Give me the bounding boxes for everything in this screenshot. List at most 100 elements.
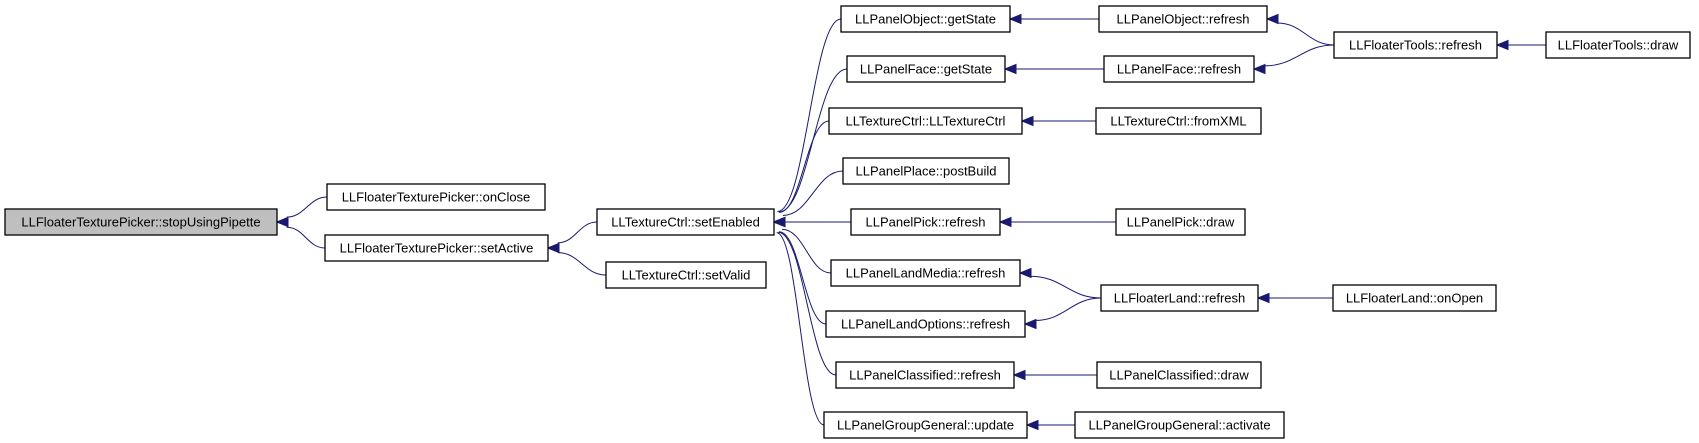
node-box[interactable]: [1096, 361, 1262, 389]
node-n7[interactable]: LLTextureCtrl::LLTextureCtrl: [828, 107, 1023, 135]
edge-n2-to-n0: [275, 216, 326, 249]
node-label: LLPanelFace::getState: [860, 62, 992, 77]
edge-n23-to-n18: [1256, 292, 1334, 304]
node-label: LLPanelFace::refresh: [1117, 62, 1241, 77]
edge-line: [1277, 22, 1335, 46]
node-label: LLTextureCtrl::LLTextureCtrl: [846, 114, 1006, 129]
node-box[interactable]: [1098, 5, 1268, 33]
node-n10[interactable]: LLPanelLandMedia::refresh: [830, 259, 1021, 287]
node-label: LLFloaterLand::onOpen: [1346, 291, 1483, 306]
edge-n16-to-n7: [1020, 115, 1096, 127]
edge-n13-to-n3: [772, 216, 825, 426]
node-n3[interactable]: LLTextureCtrl::setEnabled: [596, 208, 775, 236]
node-n9[interactable]: LLPanelPick::refresh: [850, 208, 1001, 236]
edges-layer: [275, 13, 1546, 431]
node-n0[interactable]: LLFloaterTexturePicker::stopUsingPipette: [4, 208, 278, 236]
arrowhead: [1256, 292, 1270, 304]
node-box[interactable]: [1100, 284, 1259, 312]
node-box[interactable]: [1074, 411, 1285, 439]
node-box[interactable]: [596, 208, 775, 236]
arrowhead: [772, 216, 786, 228]
node-label: LLTextureCtrl::setValid: [622, 268, 751, 283]
edge-line: [557, 221, 598, 244]
node-n5[interactable]: LLPanelObject::getState: [840, 5, 1011, 33]
node-box[interactable]: [823, 411, 1028, 439]
arrowhead: [1265, 13, 1279, 25]
node-label: LLFloaterLand::refresh: [1114, 291, 1246, 306]
node-n15[interactable]: LLPanelFace::refresh: [1103, 55, 1255, 83]
edge-n15-to-n6: [1003, 63, 1104, 75]
edge-line: [1030, 275, 1102, 299]
node-label: LLPanelLandMedia::refresh: [846, 266, 1006, 281]
arrowhead: [1023, 318, 1037, 330]
node-label: LLPanelLandOptions::refresh: [841, 317, 1010, 332]
edge-n14-to-n5: [1008, 13, 1099, 25]
node-box[interactable]: [4, 208, 278, 236]
node-n16[interactable]: LLTextureCtrl::fromXML: [1095, 107, 1262, 135]
node-n1[interactable]: LLFloaterTexturePicker::onClose: [326, 183, 546, 211]
node-box[interactable]: [326, 183, 546, 211]
edge-line: [782, 228, 832, 274]
node-n6[interactable]: LLPanelFace::getState: [846, 55, 1006, 83]
edge-n22-to-n21: [1495, 39, 1546, 51]
node-n12[interactable]: LLPanelClassified::refresh: [835, 361, 1015, 389]
arrowhead: [1012, 369, 1026, 381]
node-box[interactable]: [1095, 107, 1262, 135]
node-box[interactable]: [1103, 55, 1255, 83]
arrowhead: [275, 216, 289, 228]
node-box[interactable]: [825, 310, 1026, 338]
node-n11[interactable]: LLPanelLandOptions::refresh: [825, 310, 1026, 338]
node-n4[interactable]: LLTextureCtrl::setValid: [605, 261, 767, 289]
arrowhead: [1252, 63, 1266, 75]
node-n20[interactable]: LLPanelGroupGeneral::activate: [1074, 411, 1285, 439]
node-box[interactable]: [324, 234, 549, 262]
edge-line: [1264, 44, 1335, 67]
node-box[interactable]: [830, 259, 1021, 287]
edge-line: [778, 231, 837, 376]
arrowhead: [1020, 115, 1034, 127]
edge-n18-to-n11: [1023, 297, 1102, 330]
node-box[interactable]: [842, 157, 1010, 185]
edge-line: [782, 170, 844, 216]
node-box[interactable]: [835, 361, 1015, 389]
node-n8[interactable]: LLPanelPlace::postBuild: [842, 157, 1010, 185]
node-n14[interactable]: LLPanelObject::refresh: [1098, 5, 1268, 33]
node-n17[interactable]: LLPanelPick::draw: [1115, 208, 1246, 236]
node-n13[interactable]: LLPanelGroupGeneral::update: [823, 411, 1028, 439]
node-n2[interactable]: LLFloaterTexturePicker::setActive: [324, 234, 549, 262]
node-n21[interactable]: LLFloaterTools::refresh: [1333, 31, 1498, 59]
arrowhead: [1025, 419, 1039, 431]
arrowhead: [1495, 39, 1509, 51]
node-n18[interactable]: LLFloaterLand::refresh: [1100, 284, 1259, 312]
edge-n12-to-n3: [772, 216, 837, 376]
node-n19[interactable]: LLPanelClassified::draw: [1096, 361, 1262, 389]
node-box[interactable]: [1333, 31, 1498, 59]
node-box[interactable]: [1332, 284, 1497, 312]
node-label: LLPanelPick::draw: [1127, 215, 1235, 230]
node-label: LLTextureCtrl::fromXML: [1110, 114, 1246, 129]
node-box[interactable]: [850, 208, 1001, 236]
node-box[interactable]: [828, 107, 1023, 135]
edge-line: [286, 196, 328, 218]
edge-n19-to-n12: [1012, 369, 1097, 381]
edge-n7-to-n3: [772, 120, 830, 228]
nodes-layer: LLFloaterTexturePicker::stopUsingPipette…: [4, 5, 1691, 439]
edge-n18-to-n10: [1018, 267, 1102, 299]
arrowhead: [1008, 13, 1022, 25]
node-label: LLFloaterTexturePicker::onClose: [342, 190, 531, 205]
node-label: LLTextureCtrl::setEnabled: [611, 215, 760, 230]
node-box[interactable]: [1115, 208, 1246, 236]
node-box[interactable]: [846, 55, 1006, 83]
node-box[interactable]: [605, 261, 767, 289]
node-label: LLFloaterTexturePicker::setActive: [340, 241, 534, 256]
edge-line: [1035, 297, 1102, 321]
node-n23[interactable]: LLFloaterLand::onOpen: [1332, 284, 1497, 312]
node-box[interactable]: [1545, 31, 1691, 59]
node-label: LLPanelObject::refresh: [1117, 12, 1250, 27]
arrowhead: [1003, 63, 1017, 75]
edge-line: [776, 232, 825, 426]
node-box[interactable]: [840, 5, 1011, 33]
node-n22[interactable]: LLFloaterTools::draw: [1545, 31, 1691, 59]
node-label: LLPanelObject::getState: [855, 12, 996, 27]
